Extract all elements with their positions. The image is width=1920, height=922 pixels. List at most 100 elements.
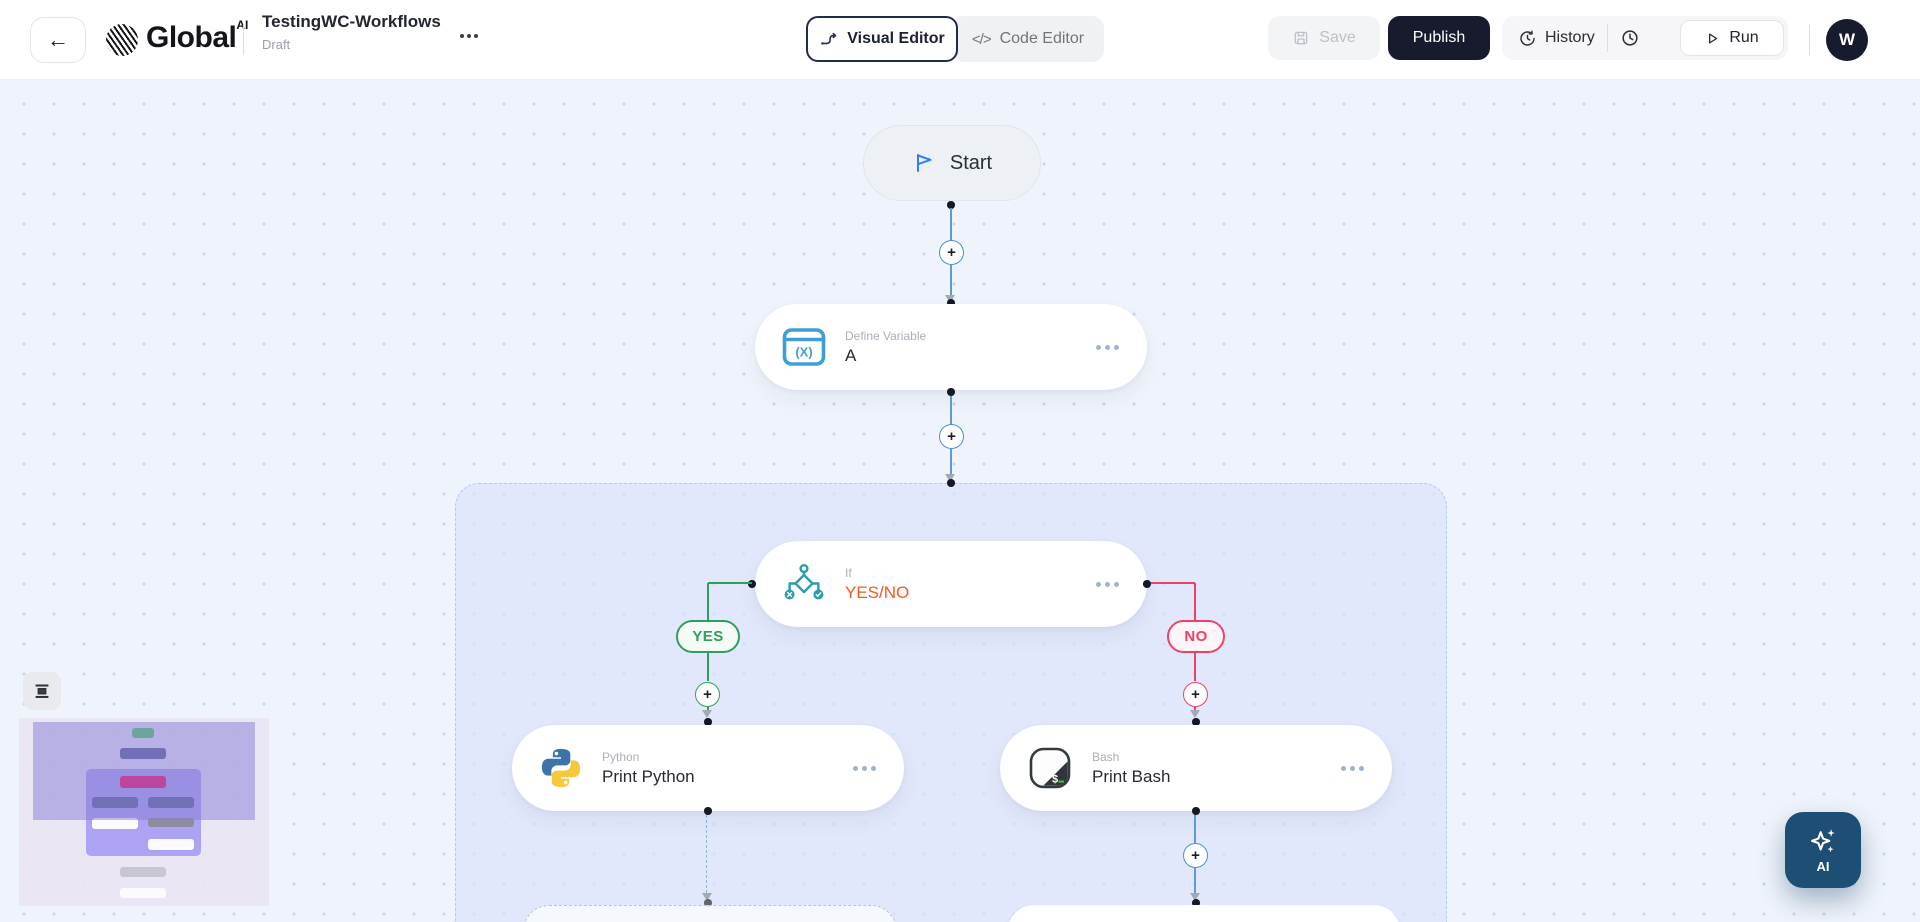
workflow-status-badge: Draft [262, 37, 291, 52]
header-divider [243, 25, 244, 55]
history-button[interactable]: History [1518, 29, 1595, 48]
flag-icon [912, 151, 936, 175]
tab-code-editor[interactable]: </> Code Editor [952, 16, 1104, 62]
back-button[interactable]: ← [30, 17, 86, 63]
node-menu-button[interactable] [851, 760, 878, 777]
node-type-label: If [845, 565, 852, 580]
node-menu-button[interactable] [1094, 576, 1121, 593]
minimap-node [120, 867, 166, 877]
edge-line [1194, 653, 1196, 681]
bash-node[interactable]: $ Bash Print Bash [1000, 725, 1392, 811]
connection-port[interactable] [947, 388, 955, 396]
connection-port[interactable] [1192, 807, 1200, 815]
decision-tree-icon [781, 564, 827, 604]
edge-line [950, 396, 952, 425]
connection-port[interactable] [704, 899, 712, 907]
brand-suffix: AI [236, 18, 248, 32]
run-controls-group: History Run [1502, 16, 1788, 60]
sparkles-icon [1808, 827, 1838, 857]
minimap-viewport[interactable] [33, 722, 255, 820]
brand-text: Global [146, 21, 237, 54]
edge-line [1194, 583, 1196, 620]
define-variable-icon: (X) [781, 325, 827, 369]
edge-line [950, 449, 952, 475]
run-button[interactable]: Run [1680, 20, 1784, 56]
placeholder-node[interactable] [523, 905, 897, 922]
arrow-down-icon [702, 893, 712, 901]
group-divider [1606, 24, 1608, 52]
node-name: Print Bash [1092, 766, 1171, 786]
edge-line [707, 583, 709, 620]
node-name: A [845, 345, 857, 365]
node-menu-button[interactable] [1339, 760, 1366, 777]
minimap-node [120, 888, 166, 898]
workflow-menu-button[interactable] [460, 34, 478, 38]
connection-port[interactable] [1192, 899, 1200, 907]
save-disk-icon [1292, 29, 1310, 47]
arrow-down-icon [702, 710, 712, 718]
workflow-canvas[interactable]: Start + (X) Define Variable A + [0, 80, 1920, 922]
edge-line [707, 653, 709, 681]
connection-port[interactable] [947, 479, 955, 487]
arrow-down-icon [1190, 893, 1200, 901]
edge-line [1194, 707, 1196, 712]
tab-visual-editor[interactable]: Visual Editor [806, 16, 958, 62]
schedule-clock-button[interactable] [1620, 28, 1640, 48]
minimap-node [148, 818, 194, 827]
top-bar: ← GlobalAI TestingWC-Workflows Draft Vis… [0, 0, 1920, 80]
svg-text:$: $ [1052, 774, 1058, 786]
yes-branch-badge: YES [676, 620, 740, 653]
node-name: Print Python [602, 766, 695, 786]
minimap[interactable] [19, 718, 269, 906]
connection-port[interactable] [748, 580, 756, 588]
edge-line [708, 582, 752, 584]
add-step-button[interactable]: + [1183, 843, 1208, 868]
if-condition-node[interactable]: If YES/NO [755, 541, 1147, 627]
next-node-partial[interactable] [1008, 905, 1400, 922]
add-step-button[interactable]: + [1183, 682, 1208, 707]
connection-port[interactable] [704, 718, 712, 726]
code-icon: </> [971, 30, 992, 48]
python-node[interactable]: Python Print Python [512, 725, 904, 811]
node-name: YES/NO [845, 582, 910, 602]
connection-port[interactable] [704, 807, 712, 815]
ai-assistant-button[interactable]: AI [1785, 812, 1861, 888]
connection-port[interactable] [1192, 718, 1200, 726]
add-step-button[interactable]: + [939, 240, 964, 265]
auto-layout-button[interactable] [23, 672, 61, 710]
publish-button[interactable]: Publish [1388, 16, 1490, 60]
start-node[interactable]: Start [863, 125, 1041, 201]
workflow-title: TestingWC-Workflows [262, 12, 441, 31]
add-step-button[interactable]: + [939, 424, 964, 449]
edge-line [707, 707, 709, 712]
edge-line-dashed [706, 815, 708, 893]
edge-line [950, 265, 952, 295]
history-icon [1518, 29, 1537, 48]
history-button-label: History [1545, 29, 1595, 46]
node-menu-button[interactable] [1094, 339, 1121, 356]
tab-code-editor-label: Code Editor [999, 30, 1085, 47]
add-step-button[interactable]: + [695, 682, 720, 707]
node-type-label: Python [602, 749, 640, 764]
save-button-label: Save [1319, 29, 1356, 46]
connection-port[interactable] [947, 299, 955, 307]
brand-logo-icon [106, 24, 138, 56]
start-node-label: Start [949, 151, 993, 174]
define-variable-node[interactable]: (X) Define Variable A [755, 304, 1147, 390]
minimap-node [92, 818, 138, 829]
node-type-label: Define Variable [845, 328, 927, 343]
brand-name: GlobalAI [146, 18, 248, 55]
no-branch-badge: NO [1167, 620, 1225, 653]
svg-text:(X): (X) [795, 345, 812, 360]
run-button-label: Run [1729, 29, 1759, 46]
save-button[interactable]: Save [1268, 16, 1380, 60]
header-divider [1809, 25, 1810, 55]
user-avatar[interactable]: W [1826, 19, 1868, 61]
python-icon [538, 745, 584, 791]
play-icon [1705, 31, 1720, 46]
edge-line [1194, 868, 1196, 893]
route-icon [819, 30, 838, 49]
connection-port[interactable] [1143, 580, 1151, 588]
arrow-down-icon [945, 474, 955, 482]
connection-port[interactable] [947, 201, 955, 209]
